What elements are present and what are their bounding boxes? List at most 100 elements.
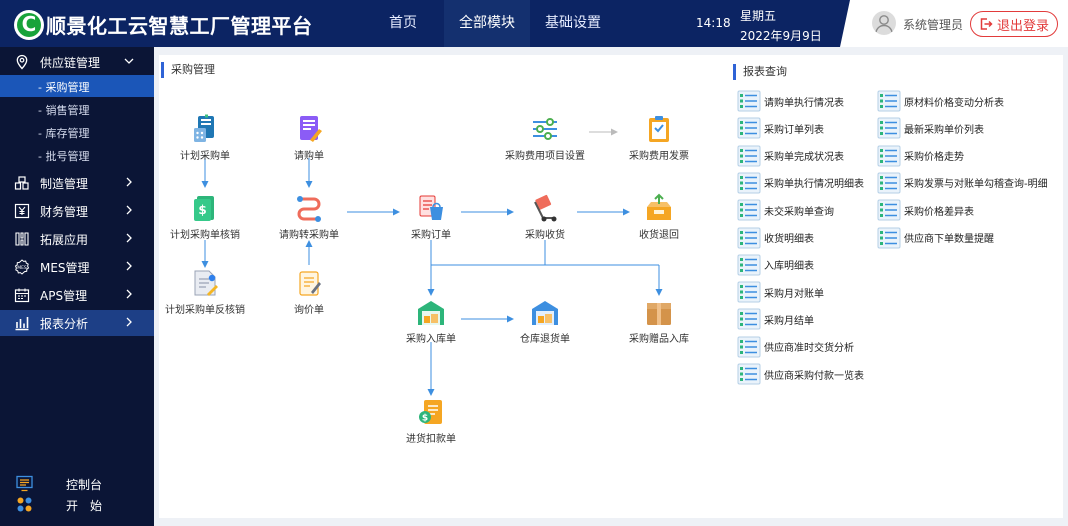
node-purchase-expense-invoice[interactable]: 采购费用发票 xyxy=(609,114,709,162)
node-purchase-warehousing[interactable]: 采购入库单 xyxy=(381,297,481,345)
node-purchase-receiving[interactable]: 采购收货 xyxy=(495,193,595,241)
chevron-right-icon xyxy=(126,317,132,327)
node-inquiry[interactable]: 询价单 xyxy=(259,268,359,316)
report-item[interactable]: 供应商准时交货分析 xyxy=(737,336,854,358)
nav-basic-settings[interactable]: 基础设置 xyxy=(545,15,601,31)
node-label: 采购费用项目设置 xyxy=(505,151,585,162)
node-label: 采购赠品入库 xyxy=(629,334,689,345)
sidebar-subitem-label: - 采购管理 xyxy=(38,81,90,94)
sidebar-subitem-label: - 库存管理 xyxy=(38,127,90,140)
sidebar-item-label: 报表分析 xyxy=(40,317,89,331)
nav-all-modules[interactable]: 全部模块 xyxy=(444,0,530,47)
report-item[interactable]: 请购单执行情况表 xyxy=(737,90,844,112)
chevron-right-icon xyxy=(126,289,132,299)
report-item[interactable]: 供应商采购付款一览表 xyxy=(737,363,864,385)
node-purchase-order[interactable]: 采购订单 xyxy=(381,193,481,241)
report-item[interactable]: 采购价格走势 xyxy=(877,145,964,167)
report-item-label: 采购订单列表 xyxy=(764,124,824,136)
node-label: 采购入库单 xyxy=(406,334,456,345)
sidebar-item-aps[interactable]: APS管理 xyxy=(0,282,154,308)
node-plan-purchase-reverse[interactable]: 计划采购单反核销 xyxy=(155,268,255,316)
sidebar-subitem-inventory[interactable]: - 库存管理 xyxy=(0,121,154,143)
plan-purchase-order-icon xyxy=(194,114,214,142)
manufacturing-icon xyxy=(14,176,29,190)
start-icon xyxy=(17,497,32,512)
report-item[interactable]: 原材料价格变动分析表 xyxy=(877,90,1004,112)
sidebar-console[interactable]: 控制台 xyxy=(0,473,154,493)
clock-date: 2022年9月9日 xyxy=(740,29,822,43)
report-item-label: 原材料价格变动分析表 xyxy=(904,97,1004,109)
report-item[interactable]: 供应商下单数量提醒 xyxy=(877,227,994,249)
sidebar-item-manufacturing[interactable]: 制造管理 xyxy=(0,170,154,196)
module-panel: 采购管理 报表查询 xyxy=(159,55,1063,518)
sidebar-item-extension[interactable]: 拓展应用 xyxy=(0,226,154,252)
calendar-icon xyxy=(14,288,30,303)
report-item-label: 供应商采购付款一览表 xyxy=(764,370,864,382)
node-requisition-to-po[interactable]: 请购转采购单 xyxy=(259,193,359,241)
report-item[interactable]: 采购发票与对账单勾稽查询-明细 xyxy=(877,172,1048,194)
chevron-right-icon xyxy=(126,205,132,215)
node-purchase-deduction[interactable]: $ 进货扣款单 xyxy=(381,397,481,445)
node-label: 收货退回 xyxy=(639,230,679,241)
chevron-right-icon xyxy=(126,177,132,187)
node-label: 询价单 xyxy=(294,305,324,316)
chevron-right-icon xyxy=(126,233,132,243)
node-requisition[interactable]: 请购单 xyxy=(259,114,359,162)
clock-weekday: 星期五 xyxy=(740,9,777,23)
node-label: 请购转采购单 xyxy=(279,230,339,241)
logout-icon xyxy=(980,18,993,30)
sidebar-subitem-sales[interactable]: - 销售管理 xyxy=(0,98,154,120)
report-list-icon xyxy=(737,281,761,303)
report-item[interactable]: 最新采购单价列表 xyxy=(877,117,984,139)
sidebar-subitem-batch[interactable]: - 批号管理 xyxy=(0,144,154,166)
nav-home[interactable]: 首页 xyxy=(389,15,417,31)
report-item[interactable]: 入库明细表 xyxy=(737,254,814,276)
report-item-label: 最新采购单价列表 xyxy=(904,124,984,136)
sidebar: 供应链管理 - 采购管理 - 销售管理 - 库存管理 - 批号管理 制造管理 财… xyxy=(0,47,154,526)
requisition-icon xyxy=(300,116,322,142)
sidebar-item-label: 财务管理 xyxy=(40,205,89,219)
gift-box-icon xyxy=(647,303,671,325)
sidebar-item-label: MES管理 xyxy=(40,261,90,275)
clipboard-invoice-icon xyxy=(649,116,669,142)
report-list-icon xyxy=(737,172,761,194)
node-plan-purchase-writeoff[interactable]: $ 计划采购单核销 xyxy=(155,193,255,241)
inquiry-icon xyxy=(299,271,321,296)
node-plan-purchase-order[interactable]: 计划采购单 xyxy=(155,114,255,162)
report-list-icon xyxy=(877,199,901,221)
report-item[interactable]: 未交采购单查询 xyxy=(737,199,834,221)
sidebar-start-label: 开 始 xyxy=(66,499,103,513)
sidebar-item-label: 拓展应用 xyxy=(40,233,89,247)
warehouse-in-icon xyxy=(418,301,444,325)
user-name[interactable]: 系统管理员 xyxy=(903,18,964,32)
chevron-right-icon xyxy=(126,261,132,271)
node-label: 采购费用发票 xyxy=(629,151,689,162)
report-item[interactable]: 采购单完成状况表 xyxy=(737,145,844,167)
main-content: 采购管理 报表查询 xyxy=(154,47,1068,526)
sidebar-item-mes[interactable]: MES MES管理 xyxy=(0,254,154,280)
report-item-label: 入库明细表 xyxy=(764,261,814,273)
logout-label: 退出登录 xyxy=(996,18,1049,34)
node-receiving-return[interactable]: 收货退回 xyxy=(609,193,709,241)
logout-button[interactable]: 退出登录 xyxy=(970,11,1058,37)
report-item[interactable]: 采购单执行情况明细表 xyxy=(737,172,864,194)
report-item[interactable]: 采购订单列表 xyxy=(737,117,824,139)
node-purchase-gift-warehousing[interactable]: 采购赠品入库 xyxy=(609,297,709,345)
sidebar-item-report-analysis[interactable]: 报表分析 xyxy=(0,310,154,336)
sidebar-item-finance[interactable]: 财务管理 xyxy=(0,198,154,224)
sidebar-subitem-purchase[interactable]: - 采购管理 xyxy=(0,75,154,97)
user-avatar-icon[interactable] xyxy=(872,11,896,35)
node-warehouse-return[interactable]: 仓库退货单 xyxy=(495,297,595,345)
report-item-label: 收货明细表 xyxy=(764,234,814,245)
report-item[interactable]: 收货明细表 xyxy=(737,227,814,249)
node-purchase-expense-settings[interactable]: 采购费用项目设置 xyxy=(495,114,595,162)
sidebar-item-label: APS管理 xyxy=(40,289,88,303)
report-item[interactable]: 采购月结单 xyxy=(737,308,814,330)
top-nav: 首页 全部模块 基础设置 xyxy=(362,0,616,47)
sidebar-start[interactable]: 开 始 xyxy=(0,494,154,514)
report-item[interactable]: 采购价格差异表 xyxy=(877,199,974,221)
node-label: 计划采购单核销 xyxy=(170,230,240,241)
purchase-section-title: 采购管理 xyxy=(161,62,215,78)
sidebar-item-supply-chain[interactable]: 供应链管理 xyxy=(0,49,154,75)
report-item[interactable]: 采购月对账单 xyxy=(737,281,824,303)
